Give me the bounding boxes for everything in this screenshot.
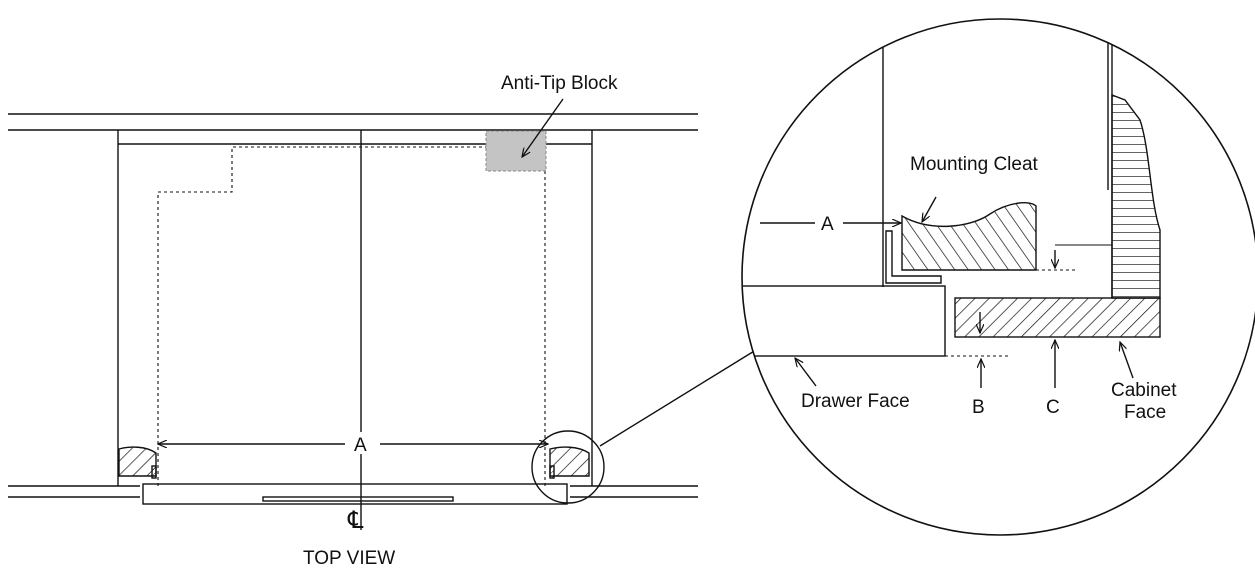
mounting-cleat-right xyxy=(549,446,590,477)
centerline-symbol: ℄ xyxy=(347,507,364,534)
detail-circle xyxy=(741,18,1255,536)
mounting-cleat-left xyxy=(118,446,157,477)
cabinet-face-label-line1: Cabinet xyxy=(1111,380,1177,401)
drawer-face-panel xyxy=(742,285,946,357)
detail-dim-a-label: A xyxy=(821,214,834,235)
appliance-outline-dashed xyxy=(157,146,546,486)
dimension-c-label: C xyxy=(1046,397,1060,418)
bracket-left xyxy=(151,465,157,479)
bracket-right xyxy=(549,465,555,479)
detail-connector-line xyxy=(599,344,765,447)
detail-callout-circle xyxy=(531,430,605,504)
anti-tip-block-label: Anti-Tip Block xyxy=(501,73,618,94)
l-bracket xyxy=(885,230,942,284)
mounting-cleat-detail xyxy=(901,202,1037,271)
dimension-a-label: A xyxy=(354,435,367,456)
drawer-face-leader xyxy=(795,358,817,387)
top-view xyxy=(8,98,765,530)
cabinet-face-label-line2: Face xyxy=(1124,402,1166,423)
drawer-face-outline xyxy=(142,483,568,505)
detail-view xyxy=(741,18,1255,536)
mounting-cleat-label: Mounting Cleat xyxy=(910,154,1039,175)
view-title: TOP VIEW xyxy=(303,548,395,569)
cabinet-face-panel xyxy=(1111,93,1161,299)
drawer-handle xyxy=(262,496,454,502)
cabinet-face-base xyxy=(954,297,1161,338)
dimension-b-label: B xyxy=(972,397,985,418)
anti-tip-block xyxy=(485,130,547,172)
anti-tip-leader xyxy=(522,98,564,157)
cleat-leader xyxy=(922,196,937,222)
drawer-face-label: Drawer Face xyxy=(801,391,910,412)
cabinet-face-leader xyxy=(1120,342,1134,379)
